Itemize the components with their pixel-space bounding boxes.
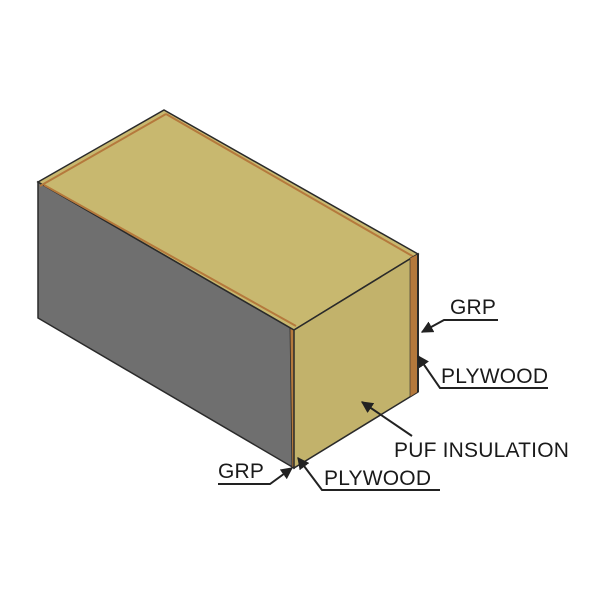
leader-plywood-bottom [297,457,440,491]
plywood-top-edge-left [39,113,167,187]
leader-grp-right [420,319,498,333]
leader-puf-insulation [361,401,413,437]
label-plywood-bottom: PLYWOOD [324,467,431,490]
leader-plywood-right [417,355,548,389]
label-plywood-right: PLYWOOD [441,365,548,388]
label-grp-bottom: GRP [218,460,264,483]
label-grp-right: GRP [450,296,496,319]
plywood-right-edge [409,253,419,398]
plywood-top-edge-front [43,184,297,327]
leader-grp-bottom [218,467,293,485]
label-puf-insulation: PUF INSULATION [394,439,569,462]
plywood-top-edge-back [165,113,415,258]
